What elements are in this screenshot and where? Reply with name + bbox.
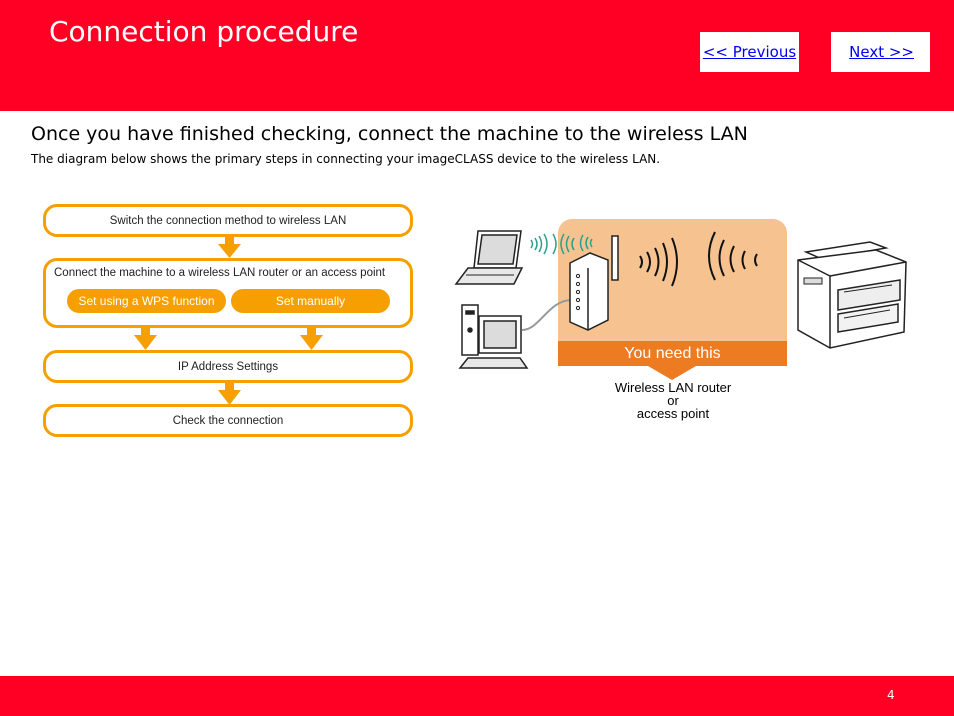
next-button[interactable]: Next >>	[831, 32, 930, 72]
page-number: 4	[887, 688, 895, 702]
previous-button[interactable]: << Previous	[700, 32, 799, 72]
laptop-icon	[454, 230, 524, 285]
router-icon	[569, 235, 619, 331]
section-heading: Once you have finished checking, connect…	[31, 123, 748, 145]
wifi-signal-icon	[530, 233, 593, 255]
wifi-signal-icon	[639, 231, 758, 287]
section-description: The diagram below shows the primary step…	[31, 152, 661, 166]
ethernet-cable	[521, 299, 573, 331]
wps-option-pill: Set using a WPS function	[67, 289, 226, 313]
router-caption-line2: or	[667, 393, 679, 408]
router-caption-line1: Wireless LAN router	[614, 380, 732, 395]
manual-option-pill: Set manually	[231, 289, 390, 313]
printer-icon	[797, 241, 907, 349]
flow-step-switch-method: Switch the connection method to wireless…	[43, 204, 413, 237]
footer-bar	[0, 676, 954, 716]
flow-step-connect-label: Connect the machine to a wireless LAN ro…	[54, 267, 386, 279]
page-title: Connection procedure	[49, 15, 359, 48]
you-need-this-label: You need this	[558, 341, 787, 366]
router-caption-line3: access point	[636, 406, 710, 421]
pointer-arrow	[648, 366, 696, 380]
desktop-computer-icon	[458, 304, 529, 369]
flow-step-ip-settings: IP Address Settings	[43, 350, 413, 383]
flow-step-check-connection: Check the connection	[43, 404, 413, 437]
router-caption: Wireless LAN router or access point	[596, 381, 750, 420]
